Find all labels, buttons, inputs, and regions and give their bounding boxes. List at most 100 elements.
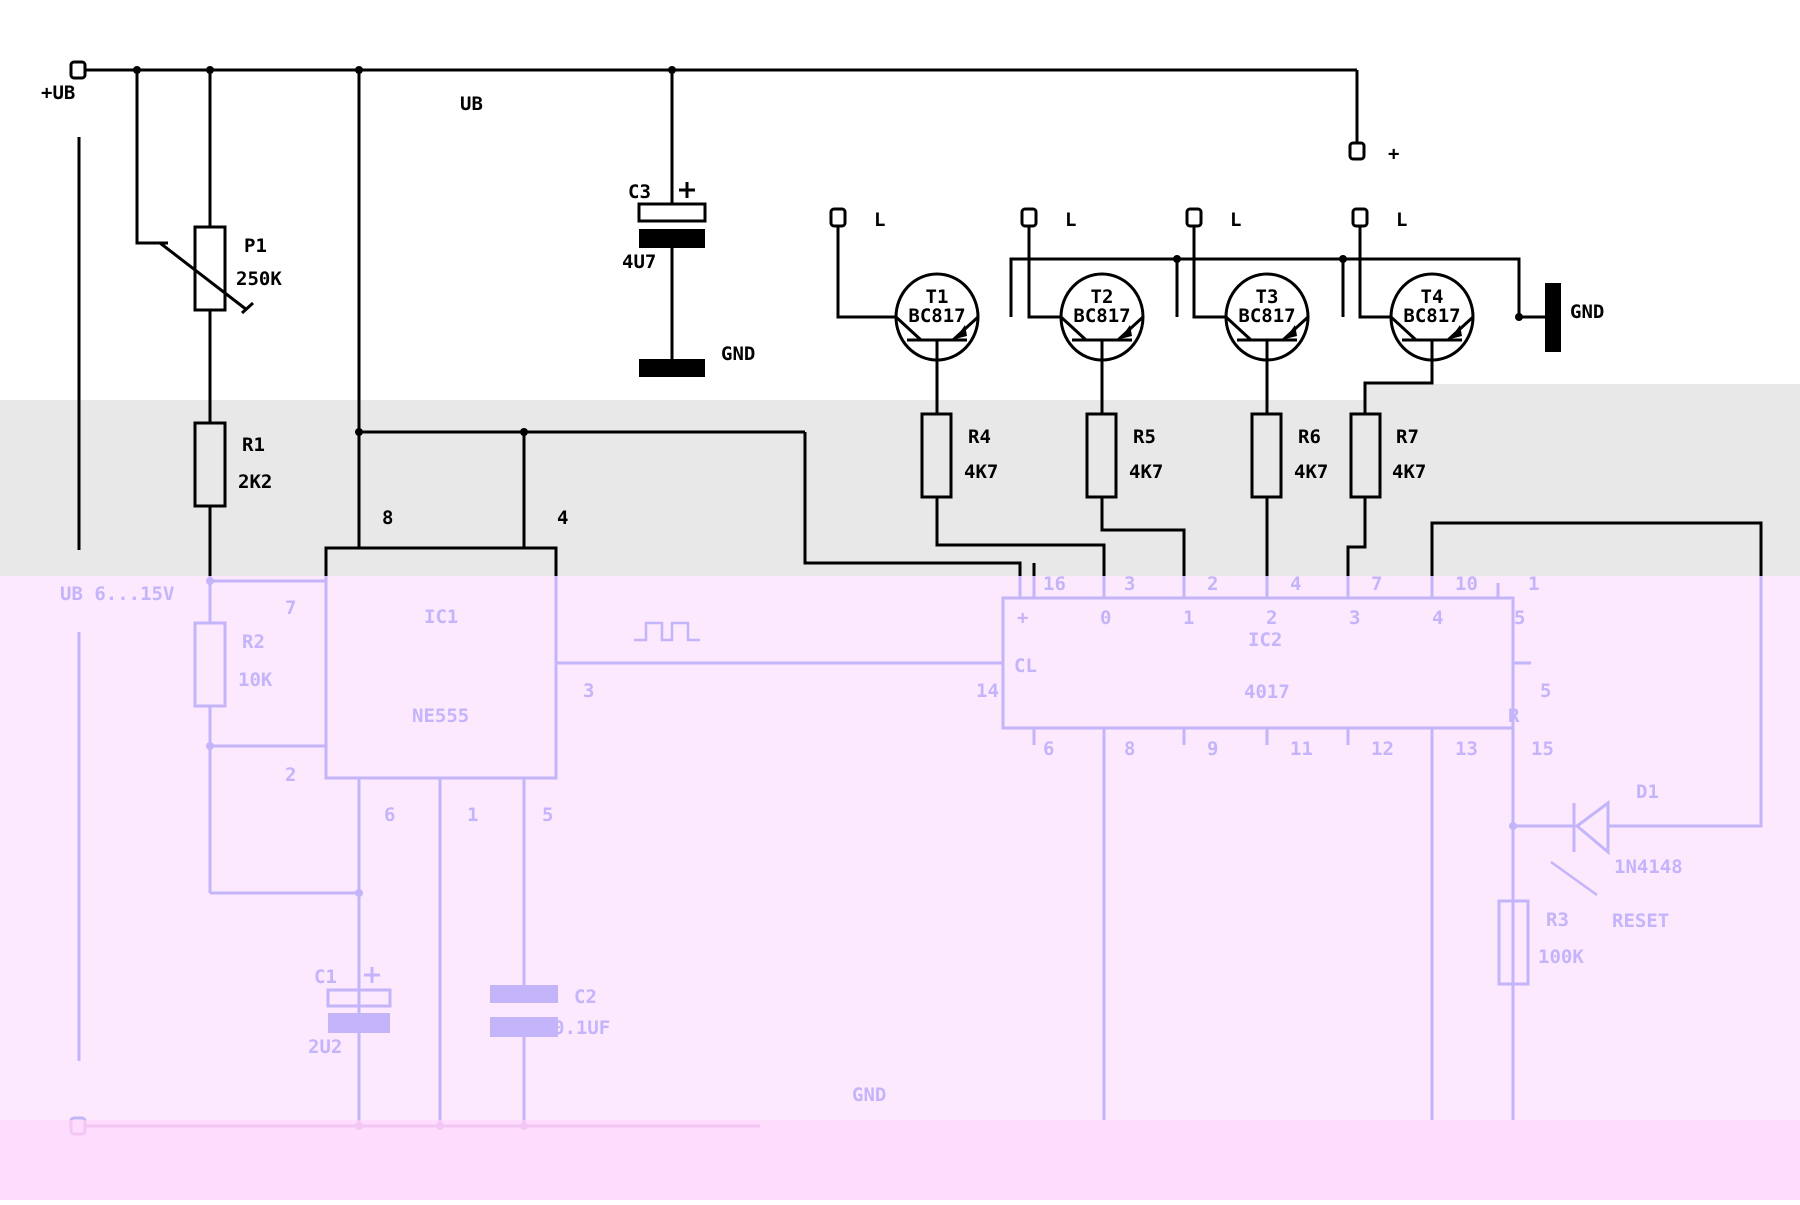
label-ic2-top-pin: 16 — [1043, 573, 1066, 595]
label-r6-value: 4K7 — [1294, 461, 1328, 483]
label-ic1-pin8: 8 — [382, 507, 393, 529]
label-ic2-part: 4017 — [1244, 681, 1290, 703]
label-output-plus: + — [1388, 143, 1399, 165]
capacitor-c1 — [326, 893, 392, 1120]
resistor-r1 — [193, 421, 227, 576]
label-d1: D1 — [1636, 781, 1659, 803]
potentiometer-p1 — [208, 384, 212, 423]
label-r5: R5 — [1133, 426, 1156, 448]
label-ic2-output: 2 — [1266, 607, 1277, 629]
label-plus-ub: +UB — [41, 82, 75, 104]
label-ub-rail: UB — [460, 93, 483, 115]
label-r5-value: 4K7 — [1129, 461, 1163, 483]
label-r2-value: 10K — [238, 669, 273, 691]
label-ic2-output: 4 — [1432, 607, 1443, 629]
label-ic2-bottom-pin: 11 — [1290, 738, 1313, 760]
lamp-terminal-2[interactable] — [1020, 207, 1061, 319]
label-ic2-output: 5 — [1514, 607, 1525, 629]
lamp-terminal-4[interactable] — [1351, 207, 1391, 319]
label-t3: T3 — [1256, 286, 1279, 308]
label-ic1-pin3: 3 — [583, 680, 594, 702]
reset-switch[interactable] — [1550, 860, 1598, 897]
label-ic2-clock-pin: 14 — [976, 680, 999, 702]
label-c3: C3 — [628, 181, 651, 203]
label-ic2-top-pin: 7 — [1371, 573, 1382, 595]
label-r1-value: 2K2 — [238, 471, 272, 493]
lamp-terminal-1[interactable] — [829, 207, 896, 319]
label-t4: T4 — [1421, 286, 1444, 308]
wire-emitter-bus — [1009, 255, 1561, 352]
resistor-r2 — [193, 577, 363, 897]
ic2-4017 — [1001, 576, 1763, 1120]
label-ic2-bottom-pin: 6 — [1043, 738, 1054, 760]
resistor-r6 — [1265, 357, 1269, 400]
label-ic1-pin7: 7 — [285, 597, 296, 619]
label-ic2-right-pin: 5 — [1540, 680, 1551, 702]
label-r1: R1 — [242, 434, 265, 456]
diode-d1 — [1509, 800, 1643, 856]
resistor-r3 — [1497, 899, 1530, 986]
label-r4: R4 — [968, 426, 991, 448]
label-ic2-clock: CL — [1014, 655, 1037, 677]
resistor-r4 — [935, 357, 939, 400]
label-r7-value: 4K7 — [1392, 461, 1426, 483]
label-t1-part: BC817 — [908, 305, 965, 327]
label-ic1-pin4: 4 — [557, 507, 568, 529]
label-c2: C2 — [574, 986, 597, 1008]
label-c3-value: 4U7 — [622, 251, 656, 273]
resistor-r5 — [1100, 357, 1104, 400]
label-ic1-pin6: 6 — [384, 804, 395, 826]
labels: +UB UB P1 250K R1 2K2 C3 4U7 GND + GND 8… — [41, 82, 1683, 1106]
resistor-r7 — [1346, 384, 1434, 576]
potentiometer-p1 — [135, 70, 255, 400]
wire-ic1-supply — [355, 384, 1022, 576]
band-pink — [0, 576, 1800, 1120]
capacitor-c2 — [490, 985, 558, 1120]
label-lamp-4: L — [1396, 209, 1407, 231]
label-ic2-output: + — [1017, 607, 1028, 629]
label-r7: R7 — [1396, 426, 1419, 448]
label-p1-value: 250K — [236, 268, 282, 290]
label-p1: P1 — [244, 235, 267, 257]
label-voltage-range: UB 6...15V — [60, 583, 174, 605]
band-pink-deep — [0, 1120, 1800, 1200]
label-lamp-1: L — [874, 209, 885, 231]
label-ic2-top-pin: 10 — [1455, 573, 1478, 595]
label-lamp-3: L — [1230, 209, 1241, 231]
label-r3-value: 100K — [1538, 946, 1584, 968]
label-ic1-pin5: 5 — [542, 804, 553, 826]
capacitor-c3 — [637, 70, 707, 377]
label-ic2-top-pin: 2 — [1207, 573, 1218, 595]
label-r4-value: 4K7 — [964, 461, 998, 483]
label-ic1-pin1: 1 — [467, 804, 478, 826]
wire-gnd-rail — [69, 1120, 760, 1136]
label-ic2-name: IC2 — [1248, 629, 1282, 651]
label-ic1-pin2: 2 — [285, 764, 296, 786]
label-ic2-bottom-pin: 9 — [1207, 738, 1218, 760]
label-ic2-output: 1 — [1183, 607, 1194, 629]
label-lamp-2: L — [1065, 209, 1076, 231]
label-c3-gnd: GND — [721, 343, 755, 365]
label-ic1-name: IC1 — [424, 606, 458, 628]
label-t3-part: BC817 — [1238, 305, 1295, 327]
label-ic2-bottom-pin: 15 — [1531, 738, 1554, 760]
label-ic2-reset-inner: R — [1508, 705, 1520, 727]
band-top — [0, 0, 1800, 400]
label-c2-value: 0.1UF — [553, 1017, 610, 1039]
wire-ic1-supply — [357, 70, 361, 400]
lamp-terminal-3[interactable] — [1185, 207, 1226, 319]
resistor-r6 — [1265, 576, 1269, 598]
ic1-ne555 — [324, 546, 558, 576]
label-ic2-bottom-pin: 8 — [1124, 738, 1135, 760]
ic2-4017 — [1032, 521, 1763, 576]
label-ic2-output: 3 — [1349, 607, 1360, 629]
label-r3: R3 — [1546, 909, 1569, 931]
label-reset: RESET — [1612, 910, 1669, 932]
wire-ic1-supply — [1018, 576, 1022, 598]
label-gnd-bottom: GND — [852, 1084, 886, 1106]
label-t4-part: BC817 — [1403, 305, 1460, 327]
label-ic2-bottom-pin: 13 — [1455, 738, 1478, 760]
label-t1: T1 — [926, 286, 949, 308]
